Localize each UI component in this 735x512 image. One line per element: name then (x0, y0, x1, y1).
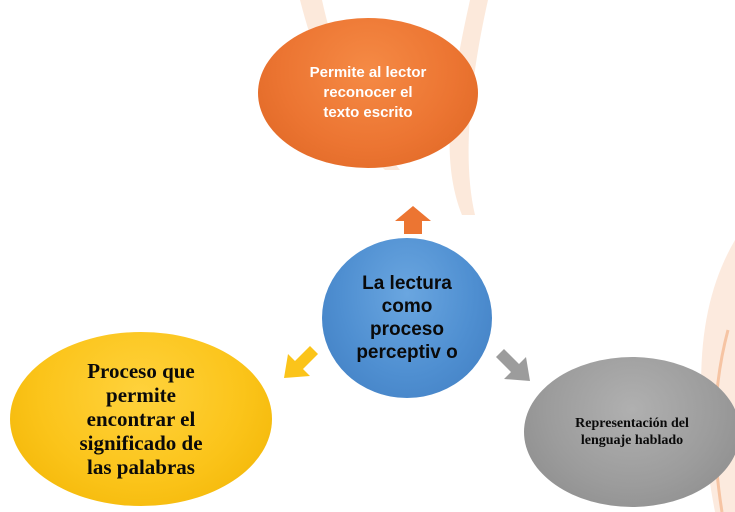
arrow-left-down-icon (284, 346, 318, 378)
arrow-right-down-icon (496, 349, 530, 381)
arrow-up-icon (395, 206, 431, 234)
node-center-label: La lectura como proceso perceptiv o (356, 273, 458, 363)
node-right-label: Representación del lenguaje hablado (575, 416, 689, 448)
node-top-permite-reconocer: Permite al lector reconocer el texto esc… (258, 18, 478, 168)
node-left-proceso-significado: Proceso que permite encontrar el signifi… (10, 332, 272, 506)
node-top-label: Permite al lector reconocer el texto esc… (309, 64, 427, 121)
node-left-label: Proceso que permite encontrar el signifi… (79, 359, 203, 479)
node-center-la-lectura: La lectura como proceso perceptiv o (322, 238, 492, 398)
node-right-representacion: Representación del lenguaje hablado (524, 357, 735, 507)
